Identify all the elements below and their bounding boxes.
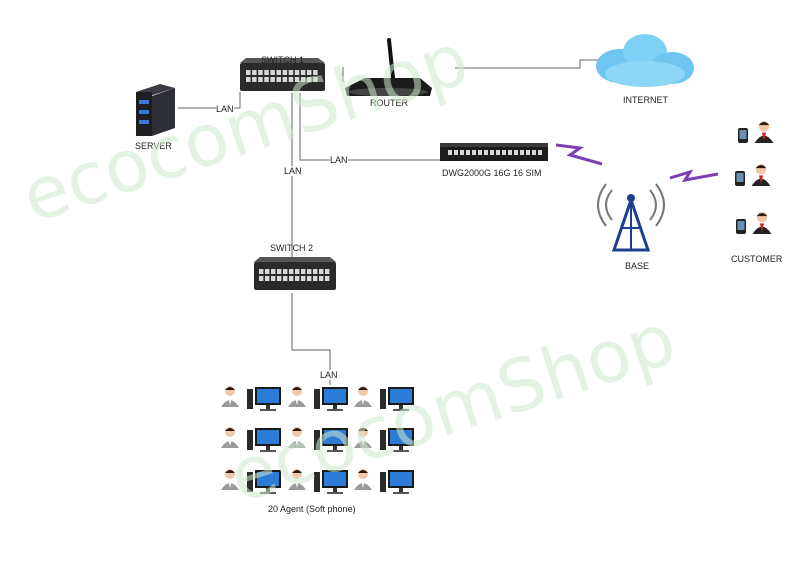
person-icon — [288, 386, 306, 407]
link-switch2-agents — [291, 293, 331, 385]
phone-icon — [738, 128, 748, 143]
lan-label-switch2: LAN — [284, 166, 302, 176]
switch-1-label: SWITCH 1 — [261, 55, 305, 65]
link-router-internet — [455, 59, 600, 69]
person-icon — [751, 163, 771, 186]
agents-label: 20 Agent (Soft phone) — [268, 504, 356, 514]
internet-cloud-icon — [596, 34, 694, 87]
monitor-icon — [314, 428, 348, 452]
router-label: ROUTER — [370, 98, 408, 108]
base-station-tower-icon — [597, 183, 665, 252]
lan-label-server: LAN — [216, 104, 234, 114]
person-icon — [221, 427, 239, 448]
customer-group — [735, 120, 774, 234]
monitor-icon — [247, 387, 281, 411]
gateway-device-icon — [440, 143, 548, 161]
internet-label: INTERNET — [623, 95, 668, 105]
person-icon — [354, 469, 372, 490]
server-label: SERVER — [135, 141, 172, 151]
monitor-icon — [314, 470, 348, 494]
person-icon — [221, 386, 239, 407]
base-label: BASE — [625, 261, 650, 271]
monitor-icon — [247, 470, 281, 494]
monitor-icon — [314, 387, 348, 411]
connection-lines — [178, 59, 600, 385]
person-icon — [221, 469, 239, 490]
switch-2-label: SWITCH 2 — [270, 243, 314, 253]
monitor-icon — [380, 470, 414, 494]
monitor-icon — [247, 428, 281, 452]
server-icon — [136, 84, 175, 136]
person-icon — [354, 386, 372, 407]
link-switch1-gateway — [299, 93, 440, 161]
phone-icon — [736, 219, 746, 234]
person-icon — [752, 211, 772, 234]
customer-label: CUSTOMER — [731, 254, 783, 264]
router-icon — [345, 38, 432, 96]
link-server-switch1 — [178, 92, 241, 109]
monitor-icon — [380, 387, 414, 411]
person-icon — [288, 427, 306, 448]
wireless-link-base-customer — [669, 169, 719, 183]
phone-icon — [735, 171, 745, 186]
lan-label-gateway: LAN — [330, 155, 348, 165]
person-icon — [354, 427, 372, 448]
switch-2-icon — [254, 257, 336, 290]
person-icon — [754, 120, 774, 143]
gateway-label: DWG2000G 16G 16 SIM — [442, 168, 542, 178]
agent-group — [221, 386, 414, 494]
wireless-link-gateway-base — [555, 143, 603, 166]
lan-label-agents: LAN — [320, 370, 338, 380]
person-icon — [288, 469, 306, 490]
monitor-icon — [380, 428, 414, 452]
switch-1-icon — [240, 58, 325, 91]
